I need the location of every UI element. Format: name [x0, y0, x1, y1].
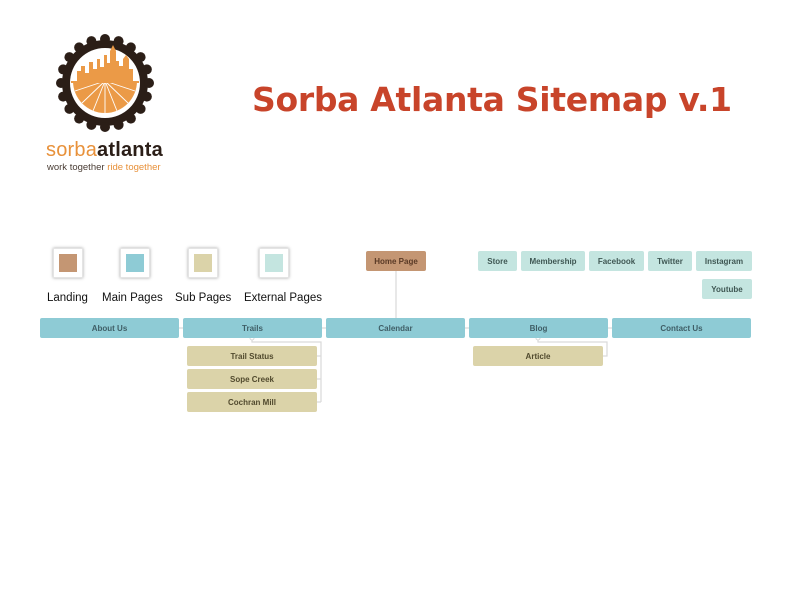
node-sub-cochran-mill[interactable]: Cochran Mill: [187, 392, 317, 412]
tagline-part1: work together: [47, 162, 105, 173]
node-external-membership[interactable]: Membership: [521, 251, 585, 271]
cog-tooth: [141, 64, 152, 75]
legend-label-landing: Landing: [47, 292, 88, 304]
cog-tooth: [86, 36, 97, 47]
legend-swatch-external-pages-fill: [265, 254, 283, 272]
sorba-atlanta-logo-icon: [56, 34, 154, 132]
cog-tooth: [135, 103, 146, 114]
node-external-facebook[interactable]: Facebook: [589, 251, 644, 271]
brand-name: sorbaatlanta: [46, 139, 163, 162]
node-sub-sope-creek[interactable]: Sope Creek: [187, 369, 317, 389]
tagline-part2: ride together: [107, 162, 161, 173]
cog-tooth: [125, 113, 136, 124]
cog-tooth: [144, 78, 154, 88]
legend-label-sub-pages: Sub Pages: [175, 292, 232, 304]
cog-tooth: [113, 119, 124, 130]
node-external-instagram[interactable]: Instagram: [696, 251, 752, 271]
cog-tooth: [58, 64, 69, 75]
cog-tooth: [113, 36, 124, 47]
node-external-twitter[interactable]: Twitter: [648, 251, 692, 271]
node-sub-trail-status[interactable]: Trail Status: [187, 346, 317, 366]
cog-tooth: [100, 34, 110, 44]
page-title: Sorba Atlanta Sitemap v.1: [252, 80, 732, 119]
legend-swatch-sub-pages: [188, 248, 218, 278]
node-external-store[interactable]: Store: [478, 251, 517, 271]
cog-tooth: [125, 42, 136, 53]
legend-swatch-landing-fill: [59, 254, 77, 272]
node-home-page[interactable]: Home Page: [366, 251, 426, 271]
cog-tooth: [86, 119, 97, 130]
cog-tooth: [74, 113, 85, 124]
node-main-blog[interactable]: Blog: [469, 318, 608, 338]
legend-label-main-pages: Main Pages: [102, 292, 163, 304]
legend-swatch-landing: [53, 248, 83, 278]
legend-swatch-sub-pages-fill: [194, 254, 212, 272]
node-main-trails[interactable]: Trails: [183, 318, 322, 338]
cog-tooth: [64, 103, 75, 114]
cog-tooth: [100, 122, 110, 132]
cog-tooth: [64, 52, 75, 63]
legend-swatch-main-pages-fill: [126, 254, 144, 272]
legend-swatch-external-pages: [259, 248, 289, 278]
node-main-contact-us[interactable]: Contact Us: [612, 318, 751, 338]
node-external-youtube[interactable]: Youtube: [702, 279, 752, 299]
node-main-about-us[interactable]: About Us: [40, 318, 179, 338]
legend-label-external-pages: External Pages: [244, 292, 322, 304]
node-main-calendar[interactable]: Calendar: [326, 318, 465, 338]
cog-tooth: [56, 78, 66, 88]
brand-name-part1: sorba: [46, 139, 98, 161]
cog-tooth: [58, 91, 69, 102]
legend-swatch-main-pages: [120, 248, 150, 278]
cog-tooth: [74, 42, 85, 53]
cog-tooth: [141, 91, 152, 102]
cog-tooth: [135, 52, 146, 63]
node-sub-article[interactable]: Article: [473, 346, 603, 366]
brand-tagline: work together ride together: [47, 162, 161, 173]
brand-name-part2: atlanta: [97, 139, 163, 161]
